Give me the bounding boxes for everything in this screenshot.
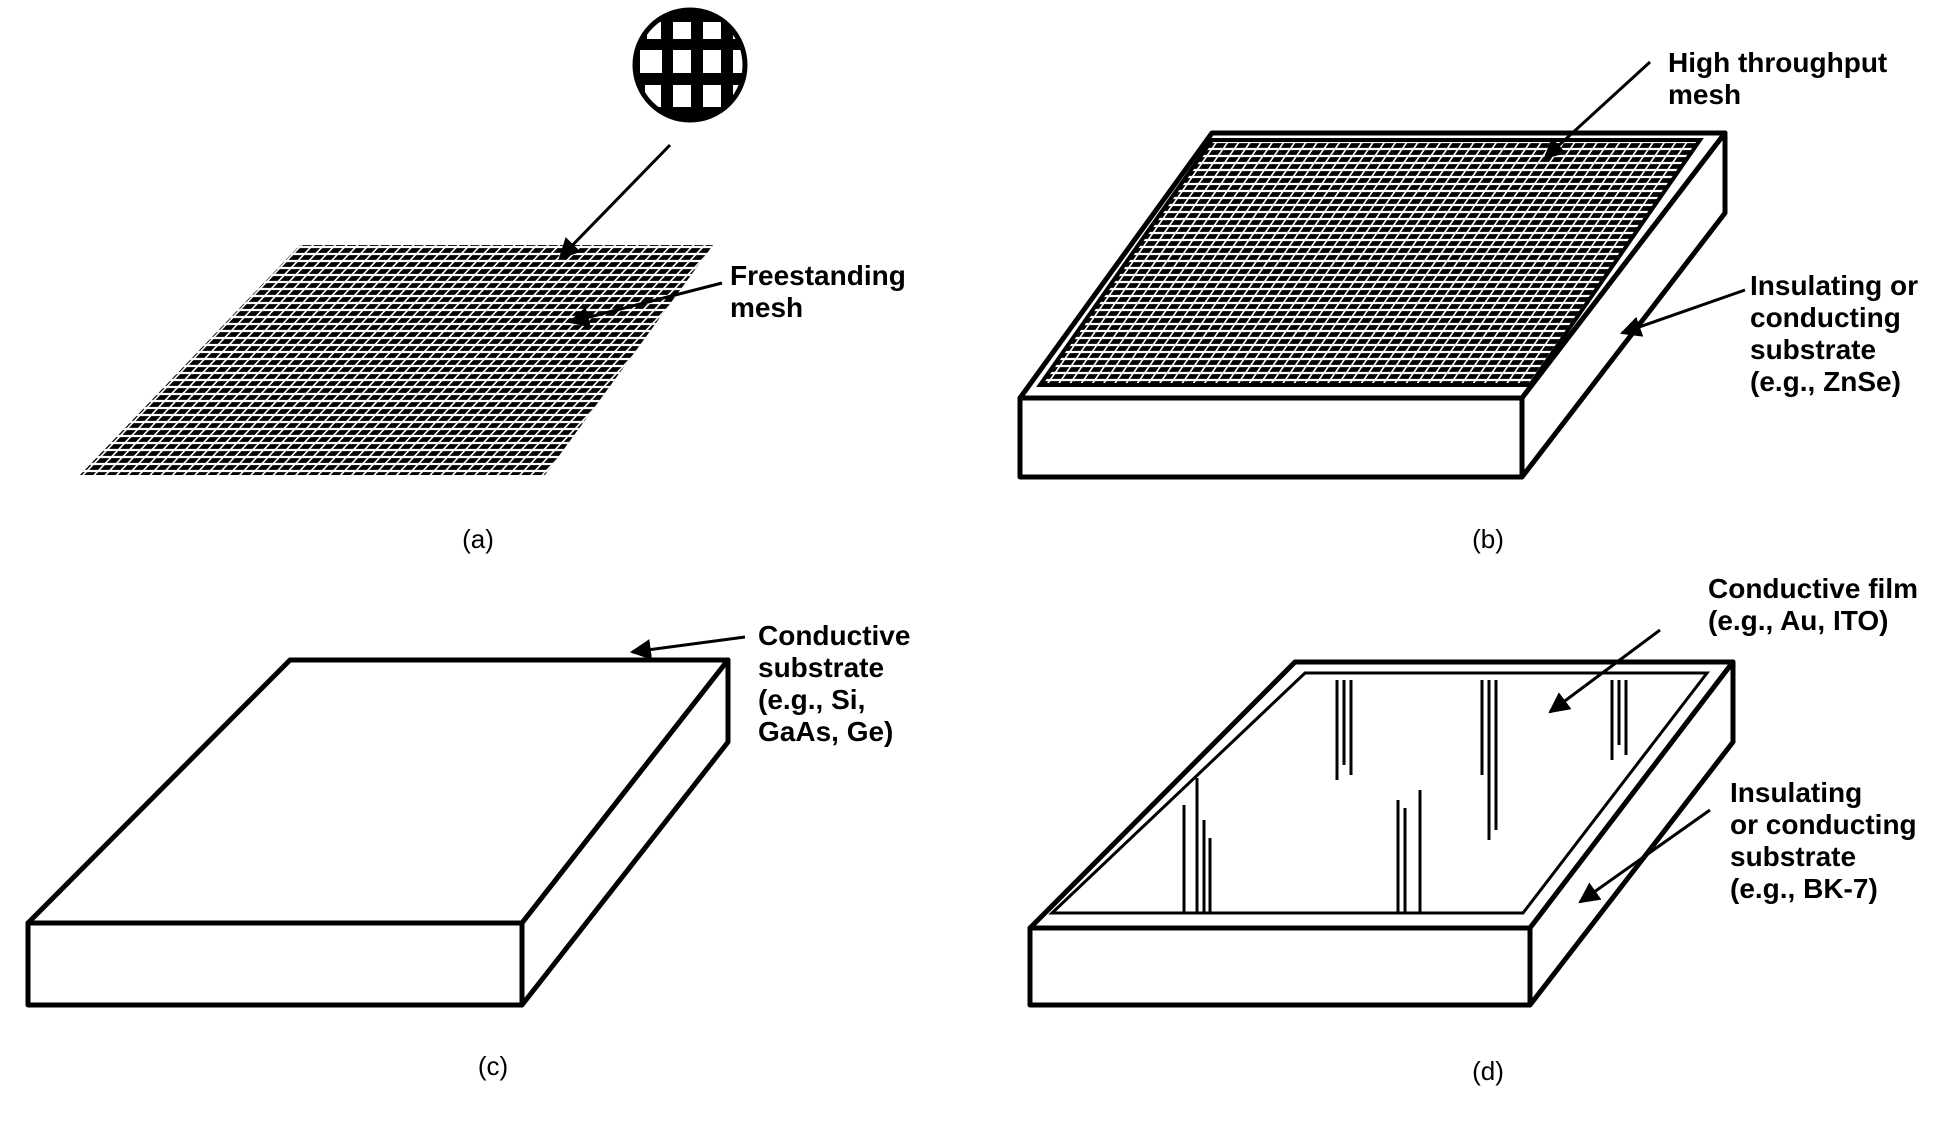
conductive-film	[1048, 671, 1711, 915]
film-reflection-streaks	[1182, 680, 1628, 913]
magnified-mesh-detail	[632, 7, 748, 123]
caption-b: (b)	[1472, 524, 1504, 554]
substrate-label-arrow-d	[1578, 808, 1711, 904]
magnifier-leader-arrow	[558, 143, 672, 260]
substrate-front-face	[1017, 395, 1525, 480]
conductive-film-label: Conductive film (e.g., Au, ITO)	[1708, 573, 1926, 636]
panel-b: High throughput mesh Insulating or condu…	[1017, 47, 1926, 554]
substrate-label-b: Insulating or conducting substrate (e.g.…	[1750, 270, 1926, 397]
substrate-side-face	[1519, 130, 1728, 480]
mesh-label-arrow-b	[1543, 60, 1652, 160]
mesh-label-arrow	[567, 281, 723, 328]
substrate-label-arrow-c	[629, 635, 746, 660]
substrate-label-arrow-b	[1620, 288, 1746, 337]
substrate-side-face	[1527, 659, 1736, 1008]
substrate-side-face	[519, 657, 731, 1008]
freestanding-mesh-label: Freestanding mesh	[730, 260, 914, 323]
high-throughput-mesh-label: High throughput mesh	[1668, 47, 1895, 110]
film-label-arrow	[1548, 628, 1661, 714]
substrate-front-face	[25, 920, 525, 1008]
film-substrate-block	[1027, 659, 1736, 1008]
caption-a: (a)	[462, 524, 494, 554]
substrate-top-face	[1027, 659, 1736, 931]
panel-a: Freestanding mesh (a)	[80, 7, 914, 554]
high-throughput-mesh	[1036, 138, 1704, 387]
substrate-label-d: Insulating or conducting substrate (e.g.…	[1730, 777, 1924, 904]
panel-c: Conductive substrate (e.g., Si, GaAs, Ge…	[25, 620, 918, 1081]
caption-d: (d)	[1472, 1056, 1504, 1086]
panel-d: Conductive film (e.g., Au, ITO) Insulati…	[1027, 573, 1926, 1086]
caption-c: (c)	[478, 1051, 508, 1081]
substrate-front-face	[1027, 925, 1533, 1008]
conductive-substrate-label: Conductive substrate (e.g., Si, GaAs, Ge…	[758, 620, 918, 747]
conductive-substrate-block	[25, 657, 731, 1008]
